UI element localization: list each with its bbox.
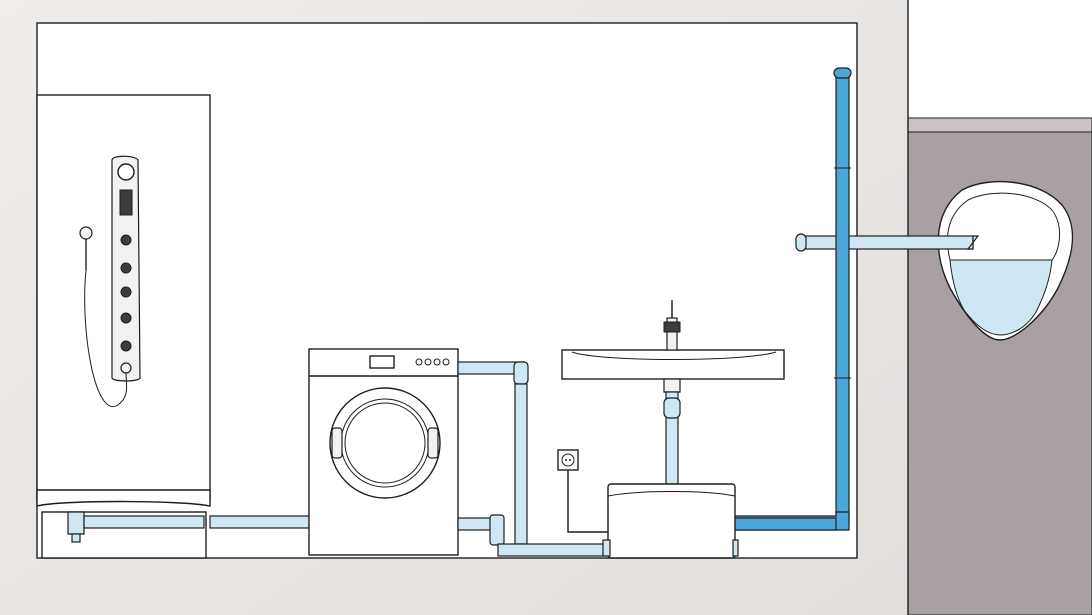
shower-column-icon	[79, 155, 141, 408]
washbasin-icon	[561, 300, 785, 393]
washing-machine-icon	[308, 348, 459, 556]
lifting-pump-icon	[602, 483, 739, 559]
discharge-riser	[732, 67, 852, 531]
power-socket-icon	[557, 449, 608, 533]
basin-waste-pipe	[663, 391, 681, 485]
discharge-outlet	[795, 233, 980, 252]
soil-stack-icon	[937, 180, 1074, 341]
shower-waste-pipe	[67, 511, 311, 543]
exterior-wall-top	[907, 117, 1092, 133]
washer-drain-pipe	[457, 361, 611, 557]
